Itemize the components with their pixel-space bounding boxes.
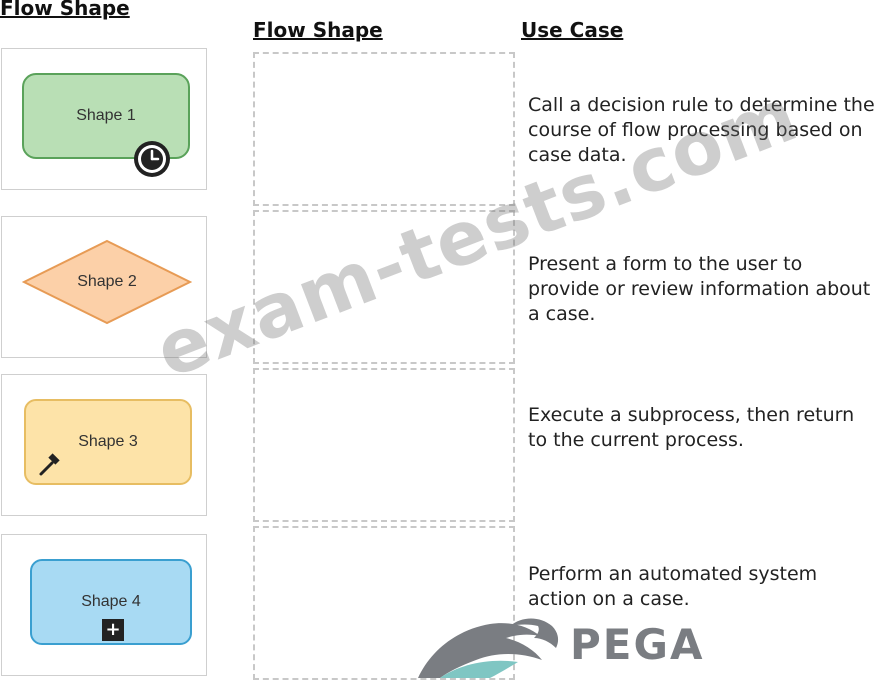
drop-zone-2[interactable] — [253, 210, 515, 364]
use-case-1-line-3: case data. — [528, 144, 627, 166]
pega-logo-text: PEGA — [570, 620, 705, 669]
plus-icon: + — [102, 619, 124, 641]
shape-4-card[interactable]: Shape 4 + — [1, 534, 207, 676]
use-case-3-line-2: to the current process. — [528, 429, 744, 451]
pega-logo: PEGA — [410, 612, 720, 679]
use-case-column-heading: Use Case — [521, 18, 624, 42]
use-case-3-line-1: Execute a subprocess, then return — [528, 404, 855, 426]
use-case-2: Present a form to the user to provide or… — [528, 252, 896, 327]
drop-zone-1[interactable] — [253, 52, 515, 206]
use-case-2-line-1: Present a form to the user to — [528, 253, 803, 275]
use-case-3: Execute a subprocess, then return to the… — [528, 403, 896, 453]
shape-3-rounded-rect[interactable]: Shape 3 — [24, 399, 192, 485]
use-case-4-line-1: Perform an automated system — [528, 563, 818, 585]
shape-2-card[interactable]: Shape 2 — [1, 216, 207, 358]
shape-1-card[interactable]: Shape 1 — [1, 48, 207, 190]
shape-3-label: Shape 3 — [78, 433, 138, 450]
use-case-4: Perform an automated system action on a … — [528, 562, 896, 612]
target-column-heading: Flow Shape — [253, 18, 383, 42]
use-case-2-line-2: provide or review information about — [528, 278, 871, 300]
drop-zone-3[interactable] — [253, 368, 515, 522]
use-case-1: Call a decision rule to determine the co… — [528, 93, 896, 168]
source-column-heading: Flow Shape — [0, 0, 130, 20]
use-case-2-line-3: a case. — [528, 303, 596, 325]
hammer-icon — [39, 453, 60, 476]
pega-logo-mark — [418, 618, 559, 678]
use-case-1-line-2: course of flow processing based on — [528, 119, 863, 141]
use-case-4-line-2: action on a case. — [528, 588, 690, 610]
shape-3-card[interactable]: Shape 3 — [1, 374, 207, 516]
shape-4-label: Shape 4 — [81, 593, 141, 610]
shape-2-diamond[interactable]: Shape 2 — [22, 239, 192, 325]
use-case-1-line-1: Call a decision rule to determine the — [528, 94, 875, 116]
clock-icon — [134, 141, 170, 177]
shape-2-label: Shape 2 — [77, 273, 137, 290]
shape-1-rounded-rect[interactable]: Shape 1 — [22, 73, 190, 159]
shape-1-label: Shape 1 — [76, 107, 136, 124]
